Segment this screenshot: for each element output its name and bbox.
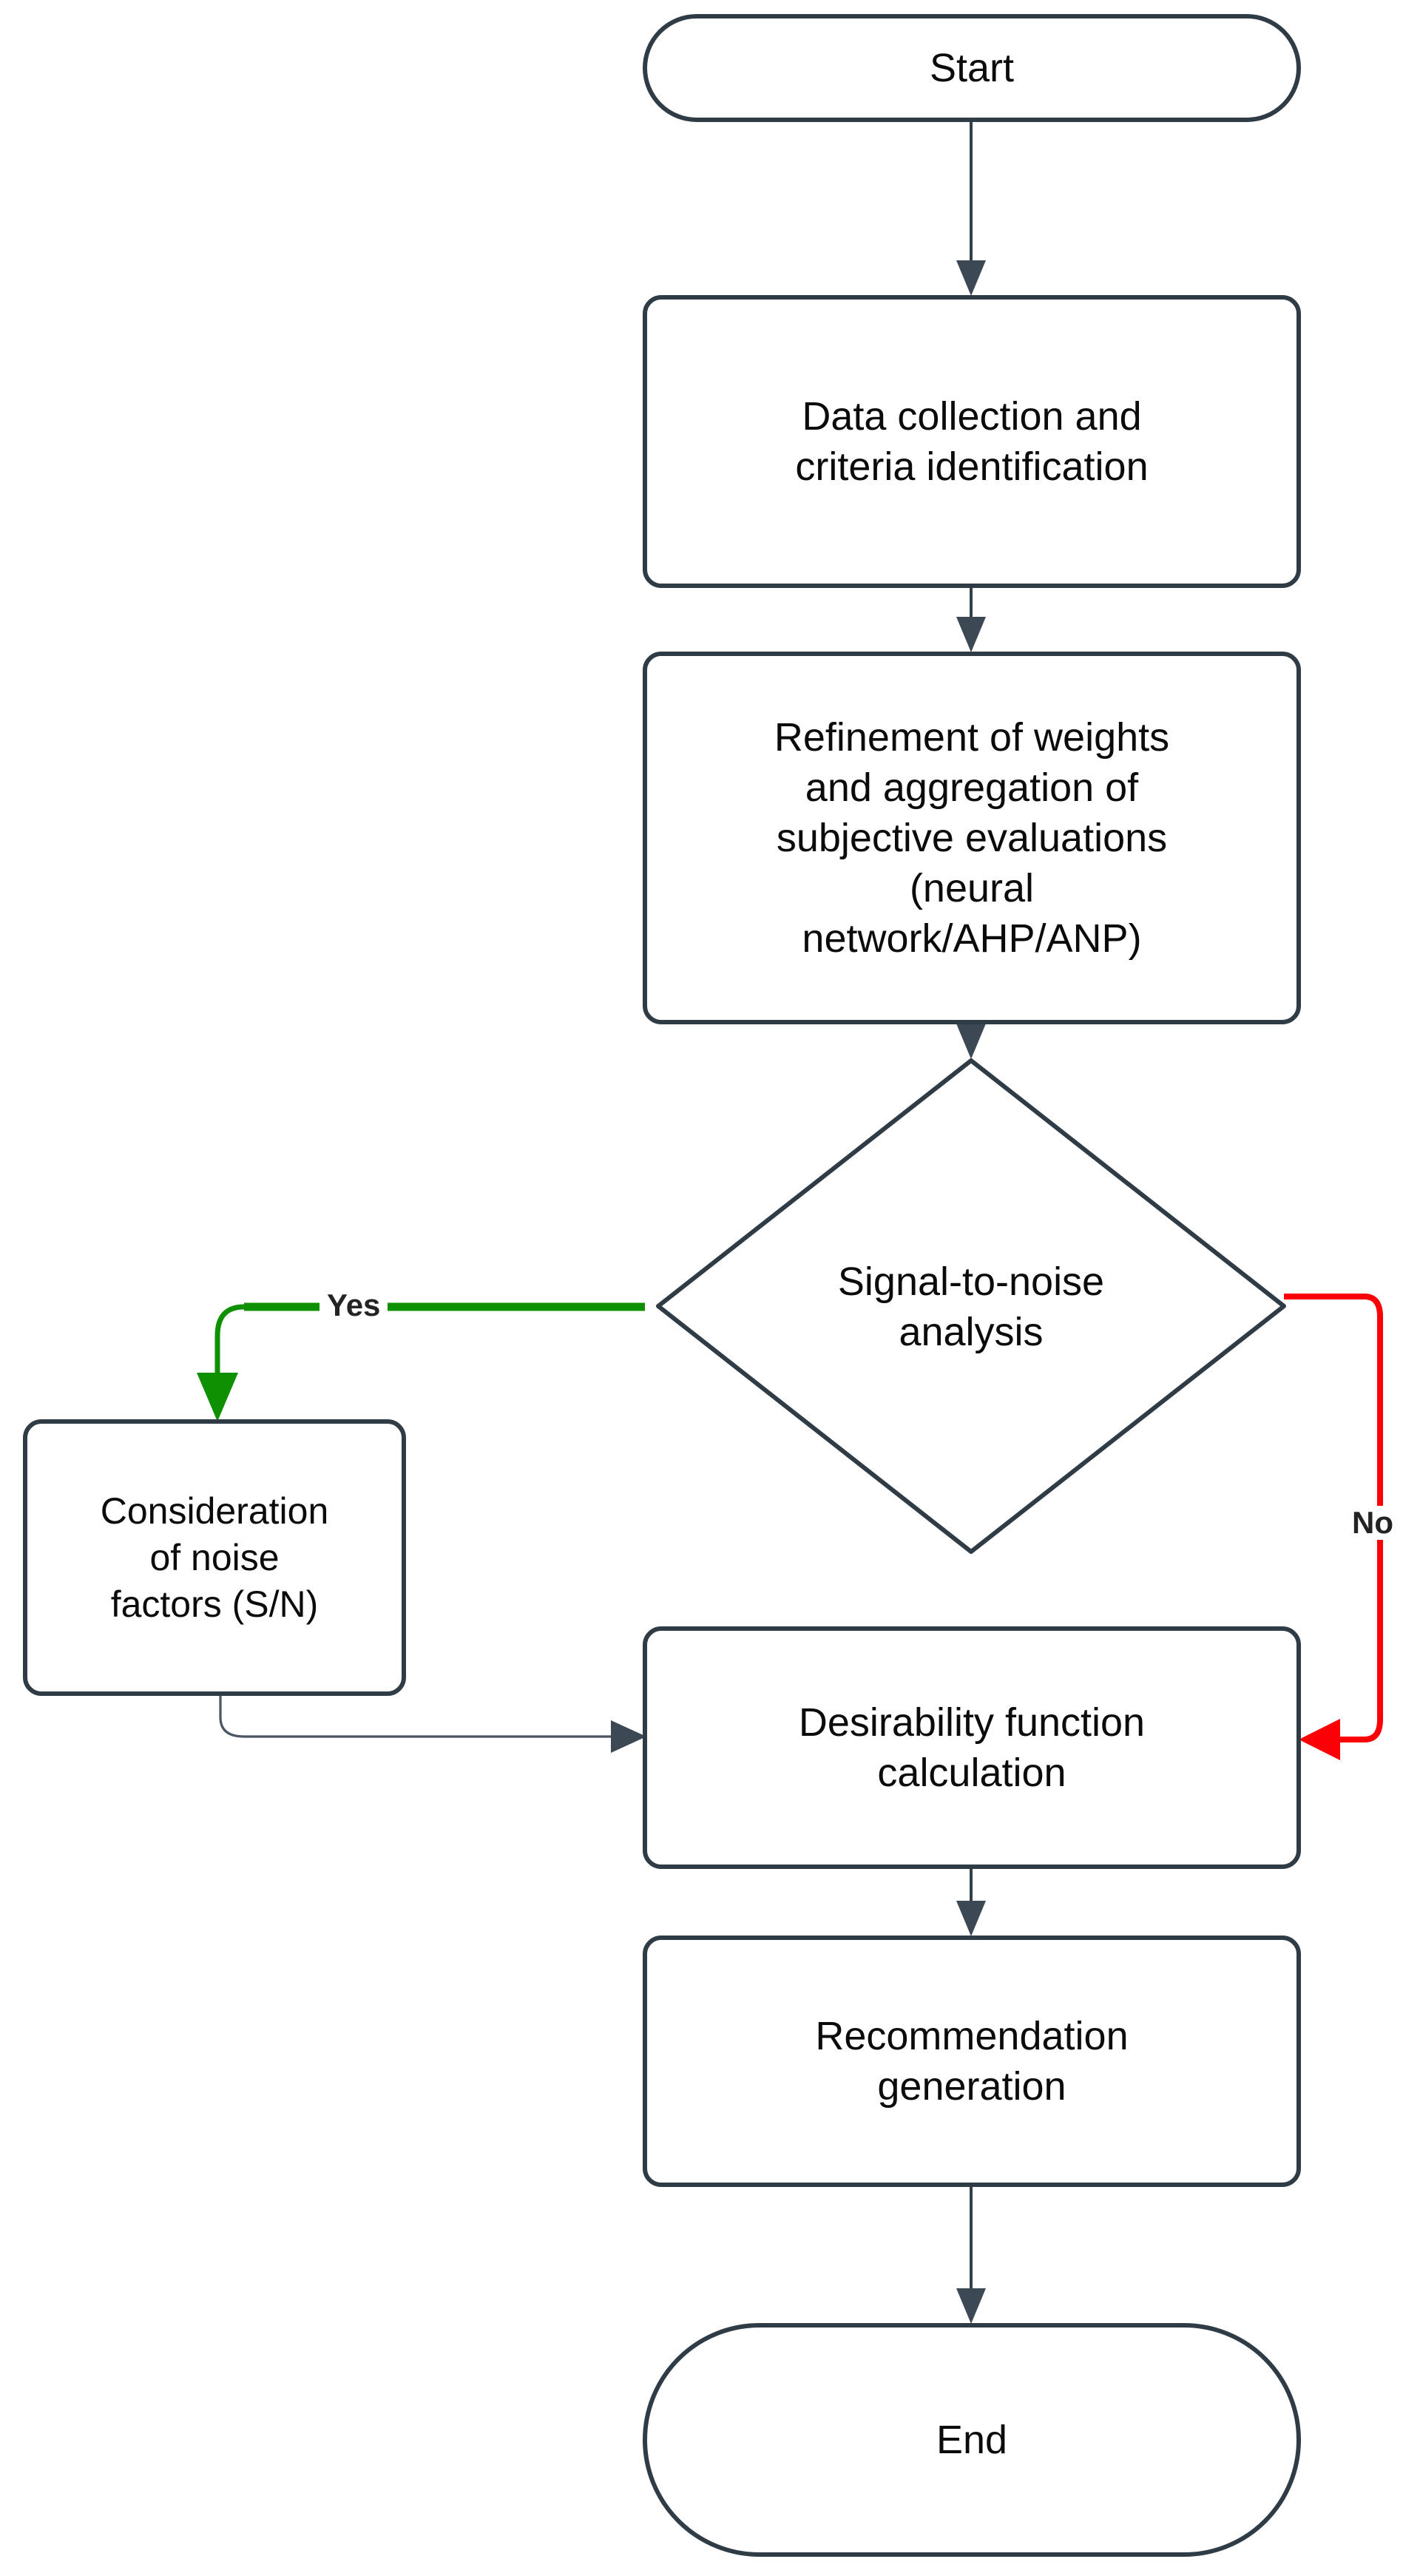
node-end-shape[interactable] xyxy=(643,2323,1301,2557)
edge-recommendation-to-end xyxy=(956,2183,986,2324)
node-recommendation-shape[interactable] xyxy=(643,1936,1301,2187)
edge-data-collection-to-refinement xyxy=(956,586,986,652)
edge-noise-factors-to-desirability xyxy=(219,1692,646,1753)
edge-start-to-data-collection xyxy=(956,120,986,296)
node-start-shape[interactable] xyxy=(643,14,1301,122)
edge-label-no: No xyxy=(1345,1506,1401,1540)
node-noise-factors-shape[interactable] xyxy=(23,1419,406,1696)
edge-label-yes: Yes xyxy=(320,1288,388,1322)
node-refinement-shape[interactable] xyxy=(643,652,1301,1024)
edge-refinement-to-decision xyxy=(956,1022,986,1059)
node-desirability-shape[interactable] xyxy=(643,1626,1301,1869)
node-decision-shape[interactable] xyxy=(656,1058,1286,1554)
node-data-collection-shape[interactable] xyxy=(643,295,1301,588)
edge-desirability-to-recommendation xyxy=(956,1865,986,1936)
edge-decision-yes-to-noise-factors xyxy=(197,1302,645,1421)
